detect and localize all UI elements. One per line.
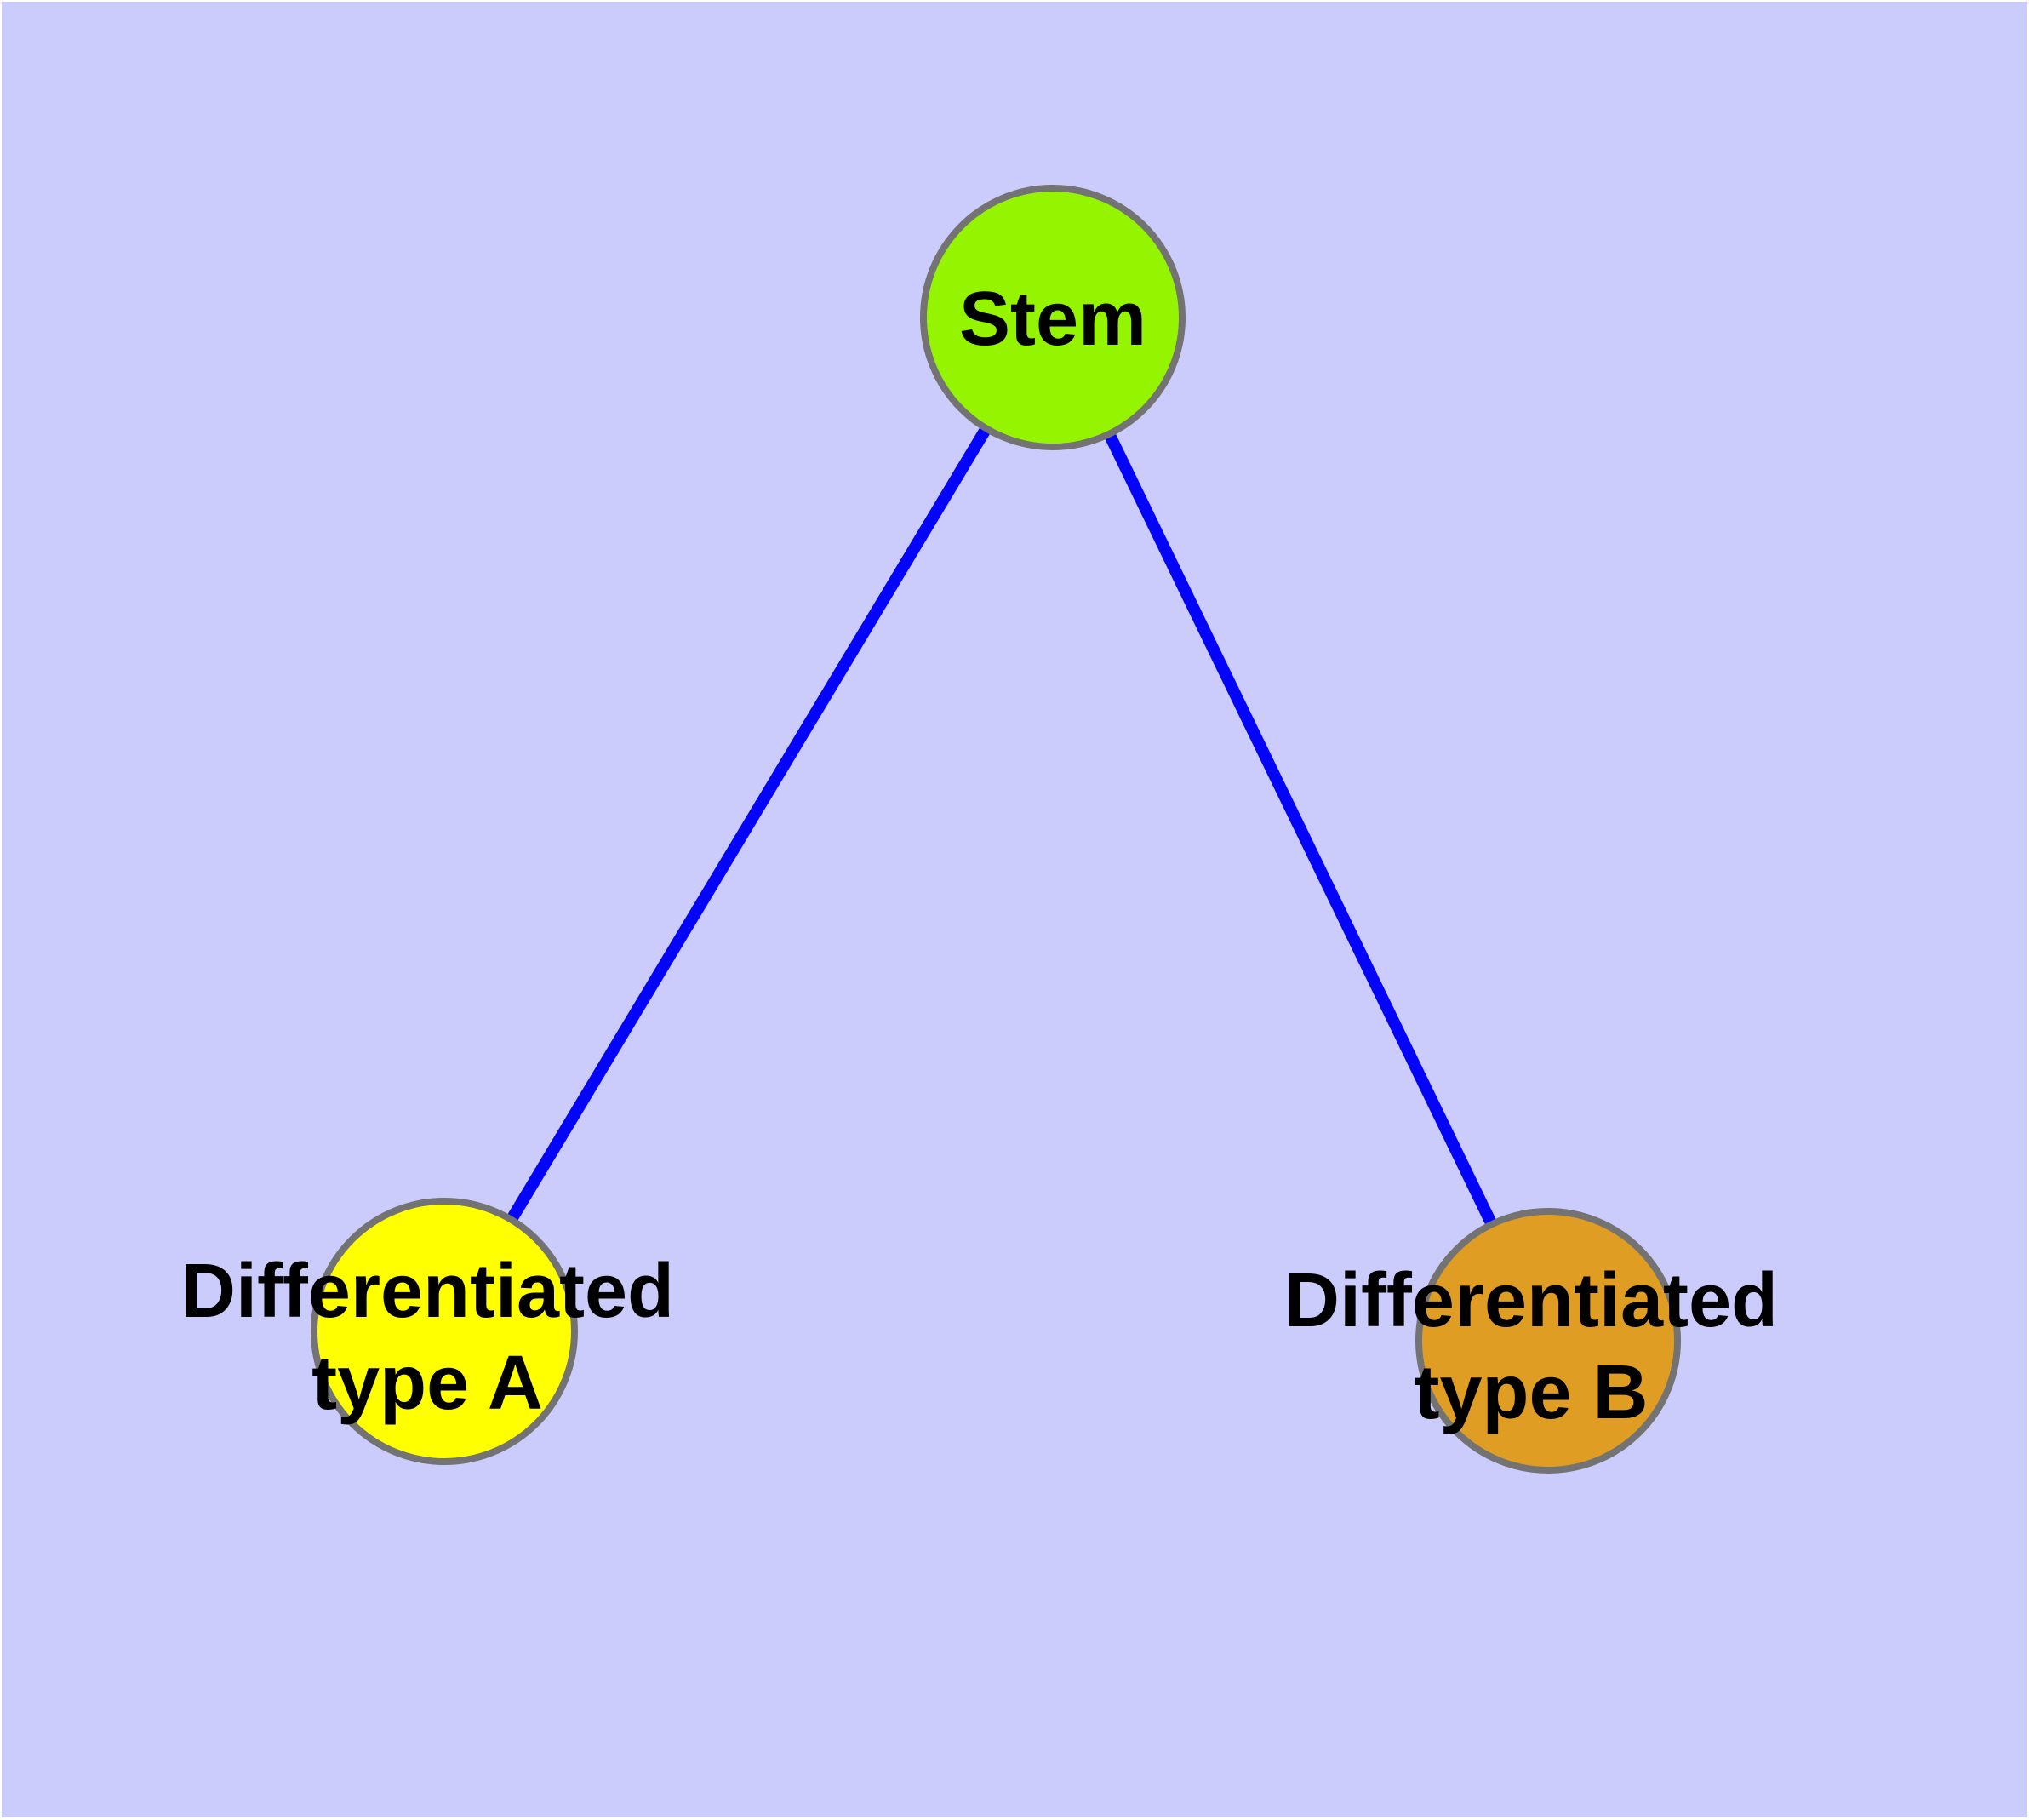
node-type-b-label-line1: Differentiated — [1284, 1258, 1778, 1343]
node-differentiated-type-a — [311, 1198, 578, 1465]
node-type-b-label-line2: type B — [1414, 1350, 1648, 1435]
edge-stem-to-type-b — [1047, 314, 1554, 1344]
node-type-a-label-line1: Differentiated — [180, 1249, 674, 1334]
edge-stem-to-type-a — [438, 314, 1059, 1335]
node-type-a-label-line2: type A — [311, 1341, 543, 1426]
node-differentiated-type-b — [1415, 1208, 1681, 1474]
node-stem — [920, 185, 1186, 450]
node-stem-label: Stem — [959, 277, 1146, 362]
